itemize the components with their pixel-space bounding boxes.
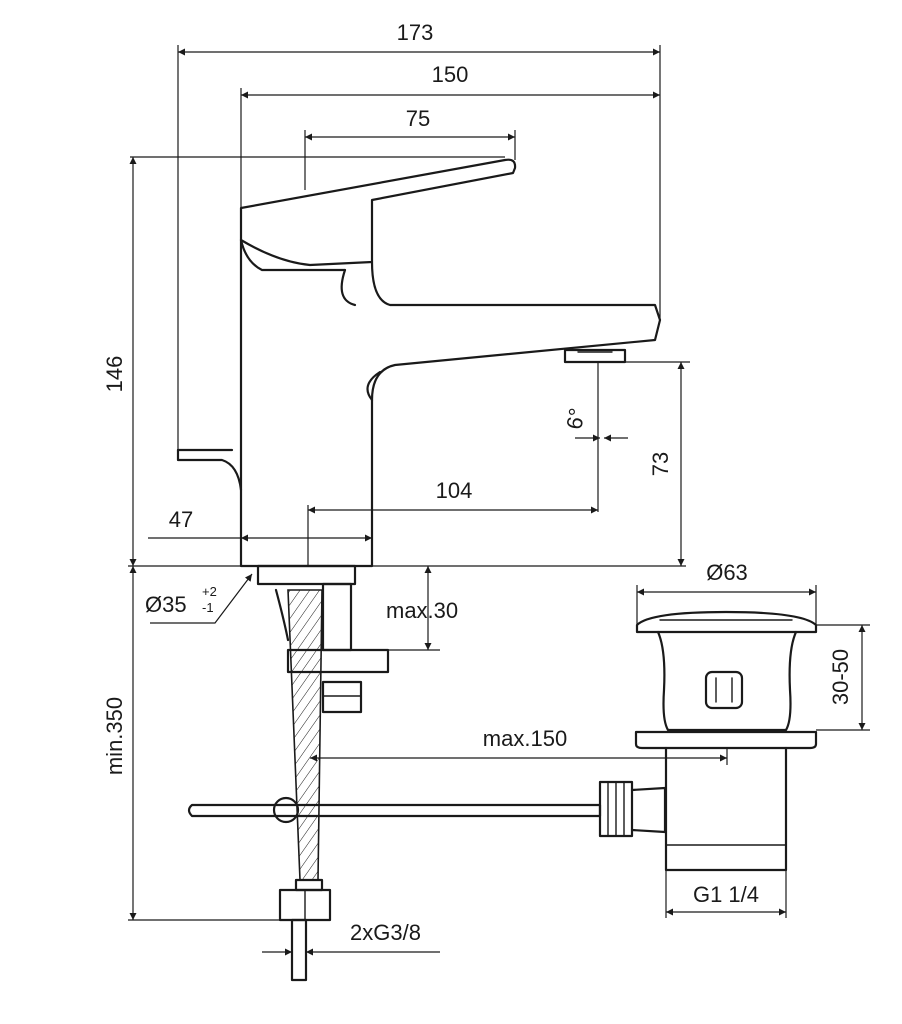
pop-up-waste — [187, 610, 818, 872]
dim-total-height: 146 — [102, 356, 127, 393]
dim-hole-diameter: Ø35 — [145, 592, 187, 617]
dimension-lines — [128, 45, 870, 965]
dim-waste-diameter: Ø63 — [706, 560, 748, 585]
dim-spout-reach: 104 — [436, 478, 473, 503]
dimension-labels: 173 150 75 146 47 104 6° 73 Ø35 +2 -1 ma… — [102, 20, 853, 945]
under-deck-fixings — [274, 582, 390, 982]
dim-spout-width: 150 — [432, 62, 469, 87]
dim-hole-tolerance-upper: +2 — [202, 584, 217, 599]
dim-hole-tolerance-lower: -1 — [202, 600, 214, 615]
dim-max-rod-length: max.150 — [483, 726, 567, 751]
dim-connection-thread: 2xG3/8 — [350, 920, 421, 945]
dim-max-deck-thickness: max.30 — [386, 598, 458, 623]
dim-outlet-height: 73 — [648, 452, 673, 476]
dim-waste-thread: G1 1/4 — [693, 882, 759, 907]
dim-body-offset: 47 — [169, 507, 193, 532]
dim-waste-range: 30-50 — [828, 649, 853, 705]
faucet-body — [176, 158, 662, 586]
dim-handle-width: 75 — [406, 106, 430, 131]
dim-overall-width: 173 — [397, 20, 434, 45]
dim-min-hose-length: min.350 — [102, 697, 127, 775]
dim-outlet-angle: 6° — [561, 406, 589, 431]
